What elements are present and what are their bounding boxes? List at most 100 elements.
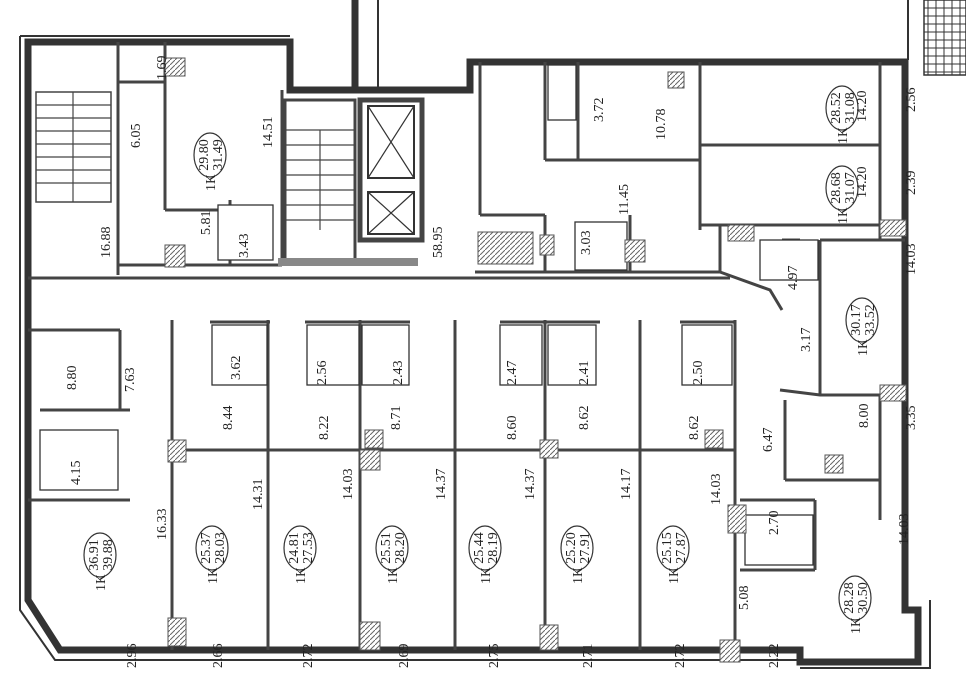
dim: 14.31 bbox=[251, 479, 266, 511]
room-r4: 30.17 33.52 1К bbox=[845, 297, 879, 356]
room-area-total: 31.08 bbox=[843, 92, 858, 124]
dim: 8.60 bbox=[505, 416, 520, 441]
room-area-total: 31.49 bbox=[211, 139, 226, 171]
room-type: 1К bbox=[206, 567, 221, 584]
room-r5: 36.91 39.88 1К bbox=[83, 532, 117, 591]
room-type: 1К bbox=[294, 567, 309, 584]
dim: 2.22 bbox=[767, 644, 782, 669]
lift-1 bbox=[367, 105, 415, 179]
room-type: 1К bbox=[836, 207, 851, 224]
room-area-living: 29.80 bbox=[197, 139, 212, 171]
dim: 2.70 bbox=[767, 511, 782, 536]
room-r11: 25.15 27.87 1К bbox=[656, 525, 690, 584]
dim: 14.03 bbox=[341, 469, 356, 501]
dim: 14.20 bbox=[855, 91, 870, 123]
dim: 4.15 bbox=[69, 461, 84, 486]
dim: 2.56 bbox=[904, 88, 919, 113]
dim: 2.71 bbox=[581, 644, 596, 669]
dim: 3.72 bbox=[592, 98, 607, 123]
dim: 8.62 bbox=[687, 416, 702, 441]
room-type: 1К bbox=[94, 574, 109, 591]
dim: 8.62 bbox=[577, 406, 592, 431]
room-type: 1К bbox=[849, 617, 864, 634]
dim: 2.50 bbox=[691, 361, 706, 386]
room-area-living: 25.15 bbox=[660, 532, 675, 564]
dim: 3.62 bbox=[229, 356, 244, 381]
lower-partitions bbox=[28, 276, 882, 650]
room-area-total: 33.52 bbox=[863, 304, 878, 336]
room-r3: 28.68 31.07 1К bbox=[825, 165, 859, 224]
room-r7: 24.81 27.53 1К bbox=[283, 525, 317, 584]
dim: 1.69 bbox=[155, 56, 170, 81]
columns bbox=[164, 57, 907, 663]
room-type: 1К bbox=[836, 127, 851, 144]
dim: 14.51 bbox=[261, 117, 276, 149]
dim: 16.33 bbox=[155, 509, 170, 541]
dim: 14.03 bbox=[904, 244, 919, 276]
room-r9: 25.44 28.19 1К bbox=[468, 525, 502, 584]
dim: 14.17 bbox=[619, 469, 634, 501]
top-partitions bbox=[35, 42, 905, 395]
dim: 3.03 bbox=[579, 231, 594, 256]
dimension-labels: 1.69 6.05 14.51 16.88 5.81 3.43 58.95 3.… bbox=[65, 56, 919, 669]
dim: 2.75 bbox=[487, 644, 502, 669]
dim: 8.71 bbox=[389, 406, 404, 431]
room-area-total: 27.91 bbox=[578, 532, 593, 564]
room-area-living: 28.28 bbox=[842, 582, 857, 614]
dim: 3.43 bbox=[237, 234, 252, 259]
room-r10: 25.20 27.91 1К bbox=[560, 525, 594, 584]
stair-lines bbox=[36, 104, 111, 184]
dim: 2.72 bbox=[673, 644, 688, 669]
central-stair-lines bbox=[285, 129, 355, 230]
dim: 3.35 bbox=[904, 406, 919, 431]
room-area-total: 28.03 bbox=[213, 532, 228, 564]
room-area-total: 28.19 bbox=[486, 532, 501, 564]
dim: 8.44 bbox=[221, 406, 236, 431]
dim: 8.00 bbox=[857, 404, 872, 429]
room-type: 1К bbox=[571, 567, 586, 584]
dim: 10.78 bbox=[654, 109, 669, 141]
room-area-total: 39.88 bbox=[101, 539, 116, 571]
room-area-total: 27.87 bbox=[674, 532, 689, 564]
dim: 11.45 bbox=[617, 184, 632, 215]
dim: 8.80 bbox=[65, 366, 80, 391]
room-type: 1К bbox=[856, 339, 871, 356]
room-area-living: 24.81 bbox=[287, 532, 302, 564]
room-area-living: 25.20 bbox=[564, 532, 579, 564]
room-area-total: 27.53 bbox=[301, 532, 316, 564]
dim: 14.37 bbox=[523, 469, 538, 501]
room-type: 1К bbox=[204, 174, 219, 191]
dim: 4.97 bbox=[786, 266, 801, 291]
dim: 8.22 bbox=[317, 416, 332, 441]
dim: 3.17 bbox=[799, 328, 814, 353]
room-type: 1К bbox=[667, 567, 682, 584]
dim: 2.39 bbox=[904, 171, 919, 196]
dim: 7.63 bbox=[123, 368, 138, 393]
dim: 14.03 bbox=[897, 514, 912, 546]
room-labels: 29.80 31.49 1К 28.52 31.08 1К 28.68 31.0… bbox=[83, 85, 879, 634]
dim: 14.37 bbox=[434, 469, 449, 501]
dim: 2.66 bbox=[211, 644, 226, 669]
dim: 16.88 bbox=[99, 227, 114, 259]
room-r2: 28.52 31.08 1К bbox=[825, 85, 859, 144]
room-type: 1К bbox=[386, 567, 401, 584]
room-r1: 29.80 31.49 1К bbox=[193, 132, 227, 191]
room-r12: 28.28 30.50 1К bbox=[838, 575, 872, 634]
room-area-living: 30.17 bbox=[849, 304, 864, 336]
dim: 2.43 bbox=[391, 361, 406, 386]
room-r6: 25.37 28.03 1К bbox=[195, 525, 229, 584]
room-type: 1К bbox=[479, 567, 494, 584]
dim: 58.95 bbox=[431, 227, 446, 259]
room-area-total: 28.20 bbox=[393, 532, 408, 564]
room-area-living: 36.91 bbox=[87, 539, 102, 571]
dim: 2.56 bbox=[315, 361, 330, 386]
bathrooms bbox=[39, 64, 819, 566]
dim: 2.41 bbox=[577, 361, 592, 386]
room-area-total: 30.50 bbox=[856, 582, 871, 614]
dim: 5.08 bbox=[737, 586, 752, 611]
dim: 6.47 bbox=[761, 428, 776, 453]
room-area-living: 25.37 bbox=[199, 532, 214, 564]
dim: 2.72 bbox=[301, 644, 316, 669]
lift-2 bbox=[367, 191, 415, 235]
dim: 2.47 bbox=[505, 361, 520, 386]
